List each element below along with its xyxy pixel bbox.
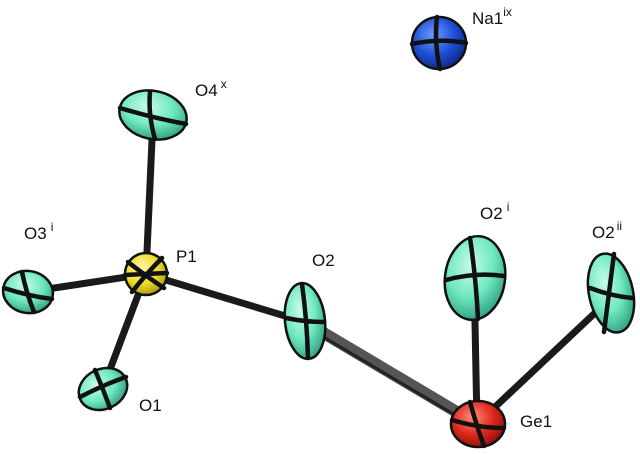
atom-o2 <box>283 281 327 361</box>
atom-o1 <box>77 366 129 412</box>
label-ge1: Ge1 <box>520 412 552 431</box>
atom-ge1-axes <box>449 399 507 449</box>
atom-o1-axes <box>77 367 129 411</box>
atom-o2i-axes <box>443 235 507 322</box>
bond-o2-ge1-shade <box>303 324 479 430</box>
atom-p1-axes <box>122 255 170 295</box>
label-p1: P1 <box>176 247 197 266</box>
atom-o4 <box>117 89 189 142</box>
atom-p1 <box>122 251 170 297</box>
atom-o2ii <box>586 251 636 335</box>
label-na1: Na1ix <box>472 5 512 28</box>
atom-o3 <box>1 269 55 315</box>
atom-na1-axes <box>409 14 469 72</box>
bond-p1-o4 <box>142 114 157 278</box>
label-o2: O2 <box>312 251 335 270</box>
bond-ge1-o2ii <box>473 291 618 428</box>
label-o1: O1 <box>139 396 162 415</box>
atom-ge1 <box>449 399 507 449</box>
atom-o2i <box>443 234 507 322</box>
atom-o2ii-axes <box>587 251 635 335</box>
atom-o2-axes <box>283 281 327 361</box>
atom-o3-axes <box>1 269 55 315</box>
bond-p1-o2 <box>142 270 309 326</box>
atom-o4-axes <box>117 89 189 142</box>
bond-o2-ge1 <box>299 316 483 430</box>
atom-na1 <box>409 14 469 72</box>
